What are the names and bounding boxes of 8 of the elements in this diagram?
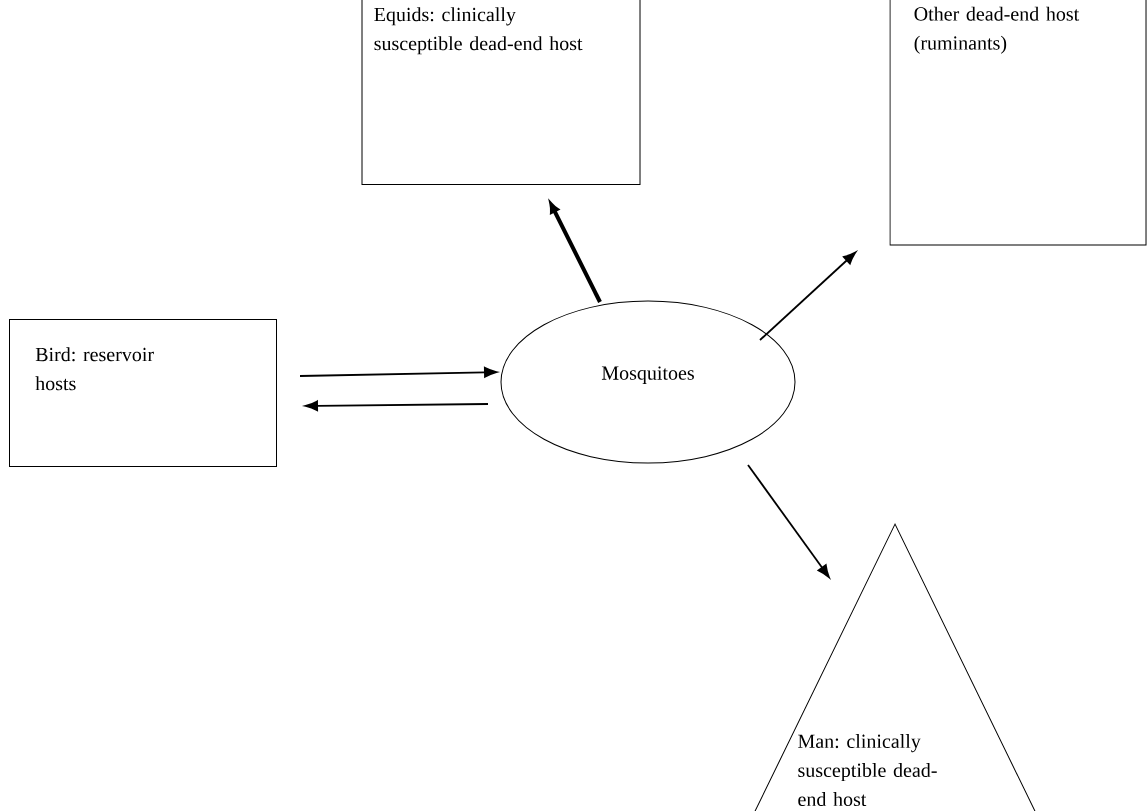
arrow: [299, 366, 498, 378]
host-box: Other dead-end host (ruminants): [889, 0, 1147, 246]
host-box: Equids: clinically susceptible dead-end host: [361, 0, 641, 185]
arrow: [747, 464, 830, 578]
host-triangle: Man: clinically susceptible dead-end host: [748, 523, 1042, 811]
arrow: [759, 251, 857, 341]
host-box: Bird: reservoir hosts: [9, 319, 277, 467]
arrow: [304, 400, 489, 412]
